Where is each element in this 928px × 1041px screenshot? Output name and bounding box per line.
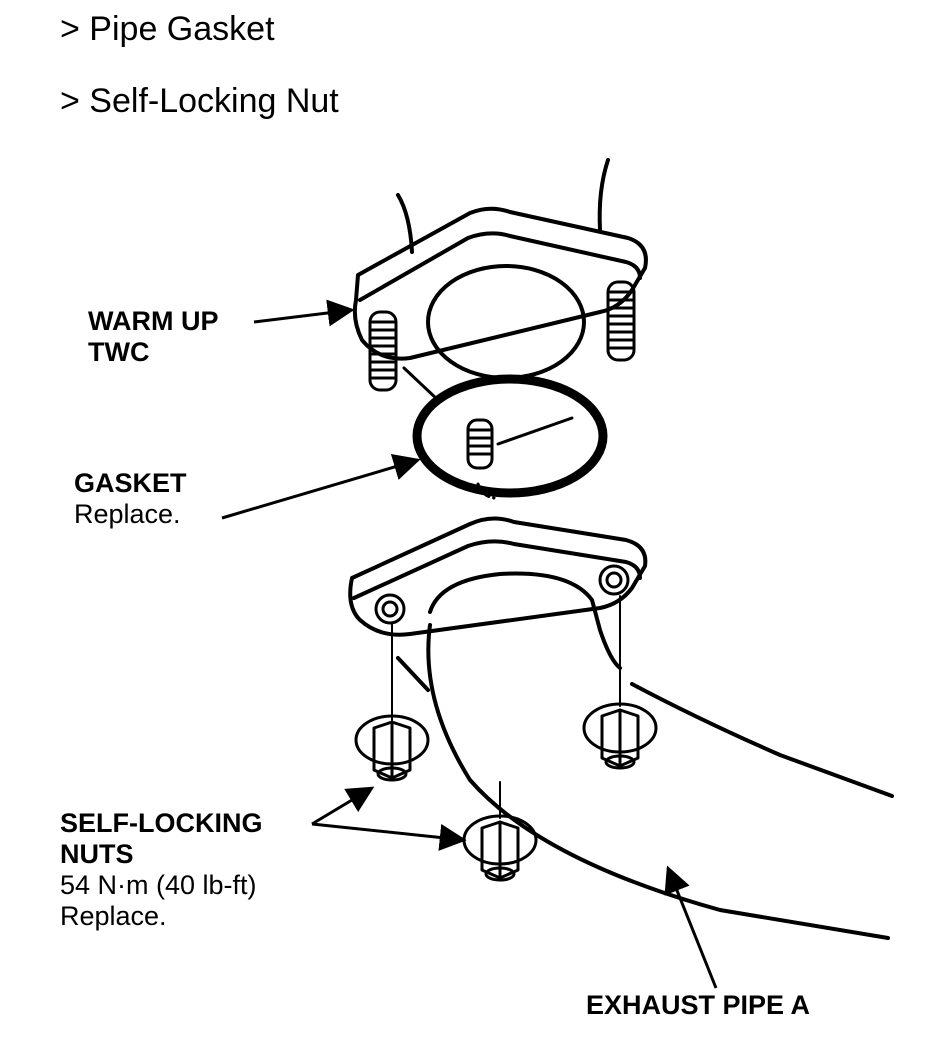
nut-right: [582, 702, 658, 770]
flange-hole-right: [598, 564, 630, 596]
label-nuts-note: Replace.: [60, 901, 167, 931]
flange-hole-left-inner: [381, 600, 399, 618]
label-warm-up-twc-line1: WARM UP: [88, 306, 219, 336]
label-nuts-line1: SELF-LOCKING: [60, 808, 263, 838]
label-gasket: GASKET Replace.: [74, 468, 187, 530]
twc-stud-left: [368, 310, 398, 392]
label-nuts-line2: NUTS: [60, 839, 134, 869]
twc-pipe-left-wall: [396, 193, 414, 254]
gasket-ring: [412, 374, 608, 498]
arrow-nut-bottom: [311, 822, 467, 851]
gasket-stud-hidden: [476, 482, 496, 500]
pipe-flange: [348, 516, 648, 637]
arrow-warm-up-twc: [253, 299, 355, 327]
nut-centerlines: [391, 595, 621, 819]
exhaust-pipe-right-wall: [630, 682, 894, 798]
twc-flange-edge: [358, 231, 642, 302]
heading-pipe-gasket: > Pipe Gasket: [60, 10, 275, 48]
flange-hole-left: [374, 593, 406, 625]
label-nuts-torque: 54 N·m (40 lb-ft): [60, 870, 257, 900]
exhaust-pipe-left-wall: [426, 623, 890, 940]
nut-bottom: [462, 814, 538, 882]
twc-stud-right: [606, 280, 636, 362]
gasket-stud: [466, 418, 494, 470]
flange-hole-right-inner: [605, 571, 623, 589]
twc-flange: [352, 206, 648, 361]
arrow-exhaust-pipe: [664, 865, 718, 989]
twc-pipe-right-wall: [597, 158, 610, 232]
pipe-flange-edge: [352, 539, 642, 600]
gasket-guide-lines: [402, 366, 574, 446]
label-warm-up-twc-line2: TWC: [88, 337, 150, 367]
heading-self-locking-nut: > Self-Locking Nut: [60, 82, 339, 120]
pipe-flange-opening: [428, 571, 622, 670]
label-exhaust-pipe-a: EXHAUST PIPE A: [586, 990, 811, 1020]
exhaust-pipe-edge: [396, 656, 430, 692]
label-self-locking-nuts: SELF-LOCKING NUTS 54 N·m (40 lb-ft) Repl…: [60, 808, 263, 932]
arrow-nut-left: [311, 786, 375, 826]
arrow-gasket: [221, 453, 421, 520]
label-warm-up-twc: WARM UP TWC: [88, 306, 219, 368]
nut-left: [354, 714, 430, 782]
label-gasket-note: Replace.: [74, 499, 181, 529]
label-gasket-name: GASKET: [74, 468, 187, 498]
